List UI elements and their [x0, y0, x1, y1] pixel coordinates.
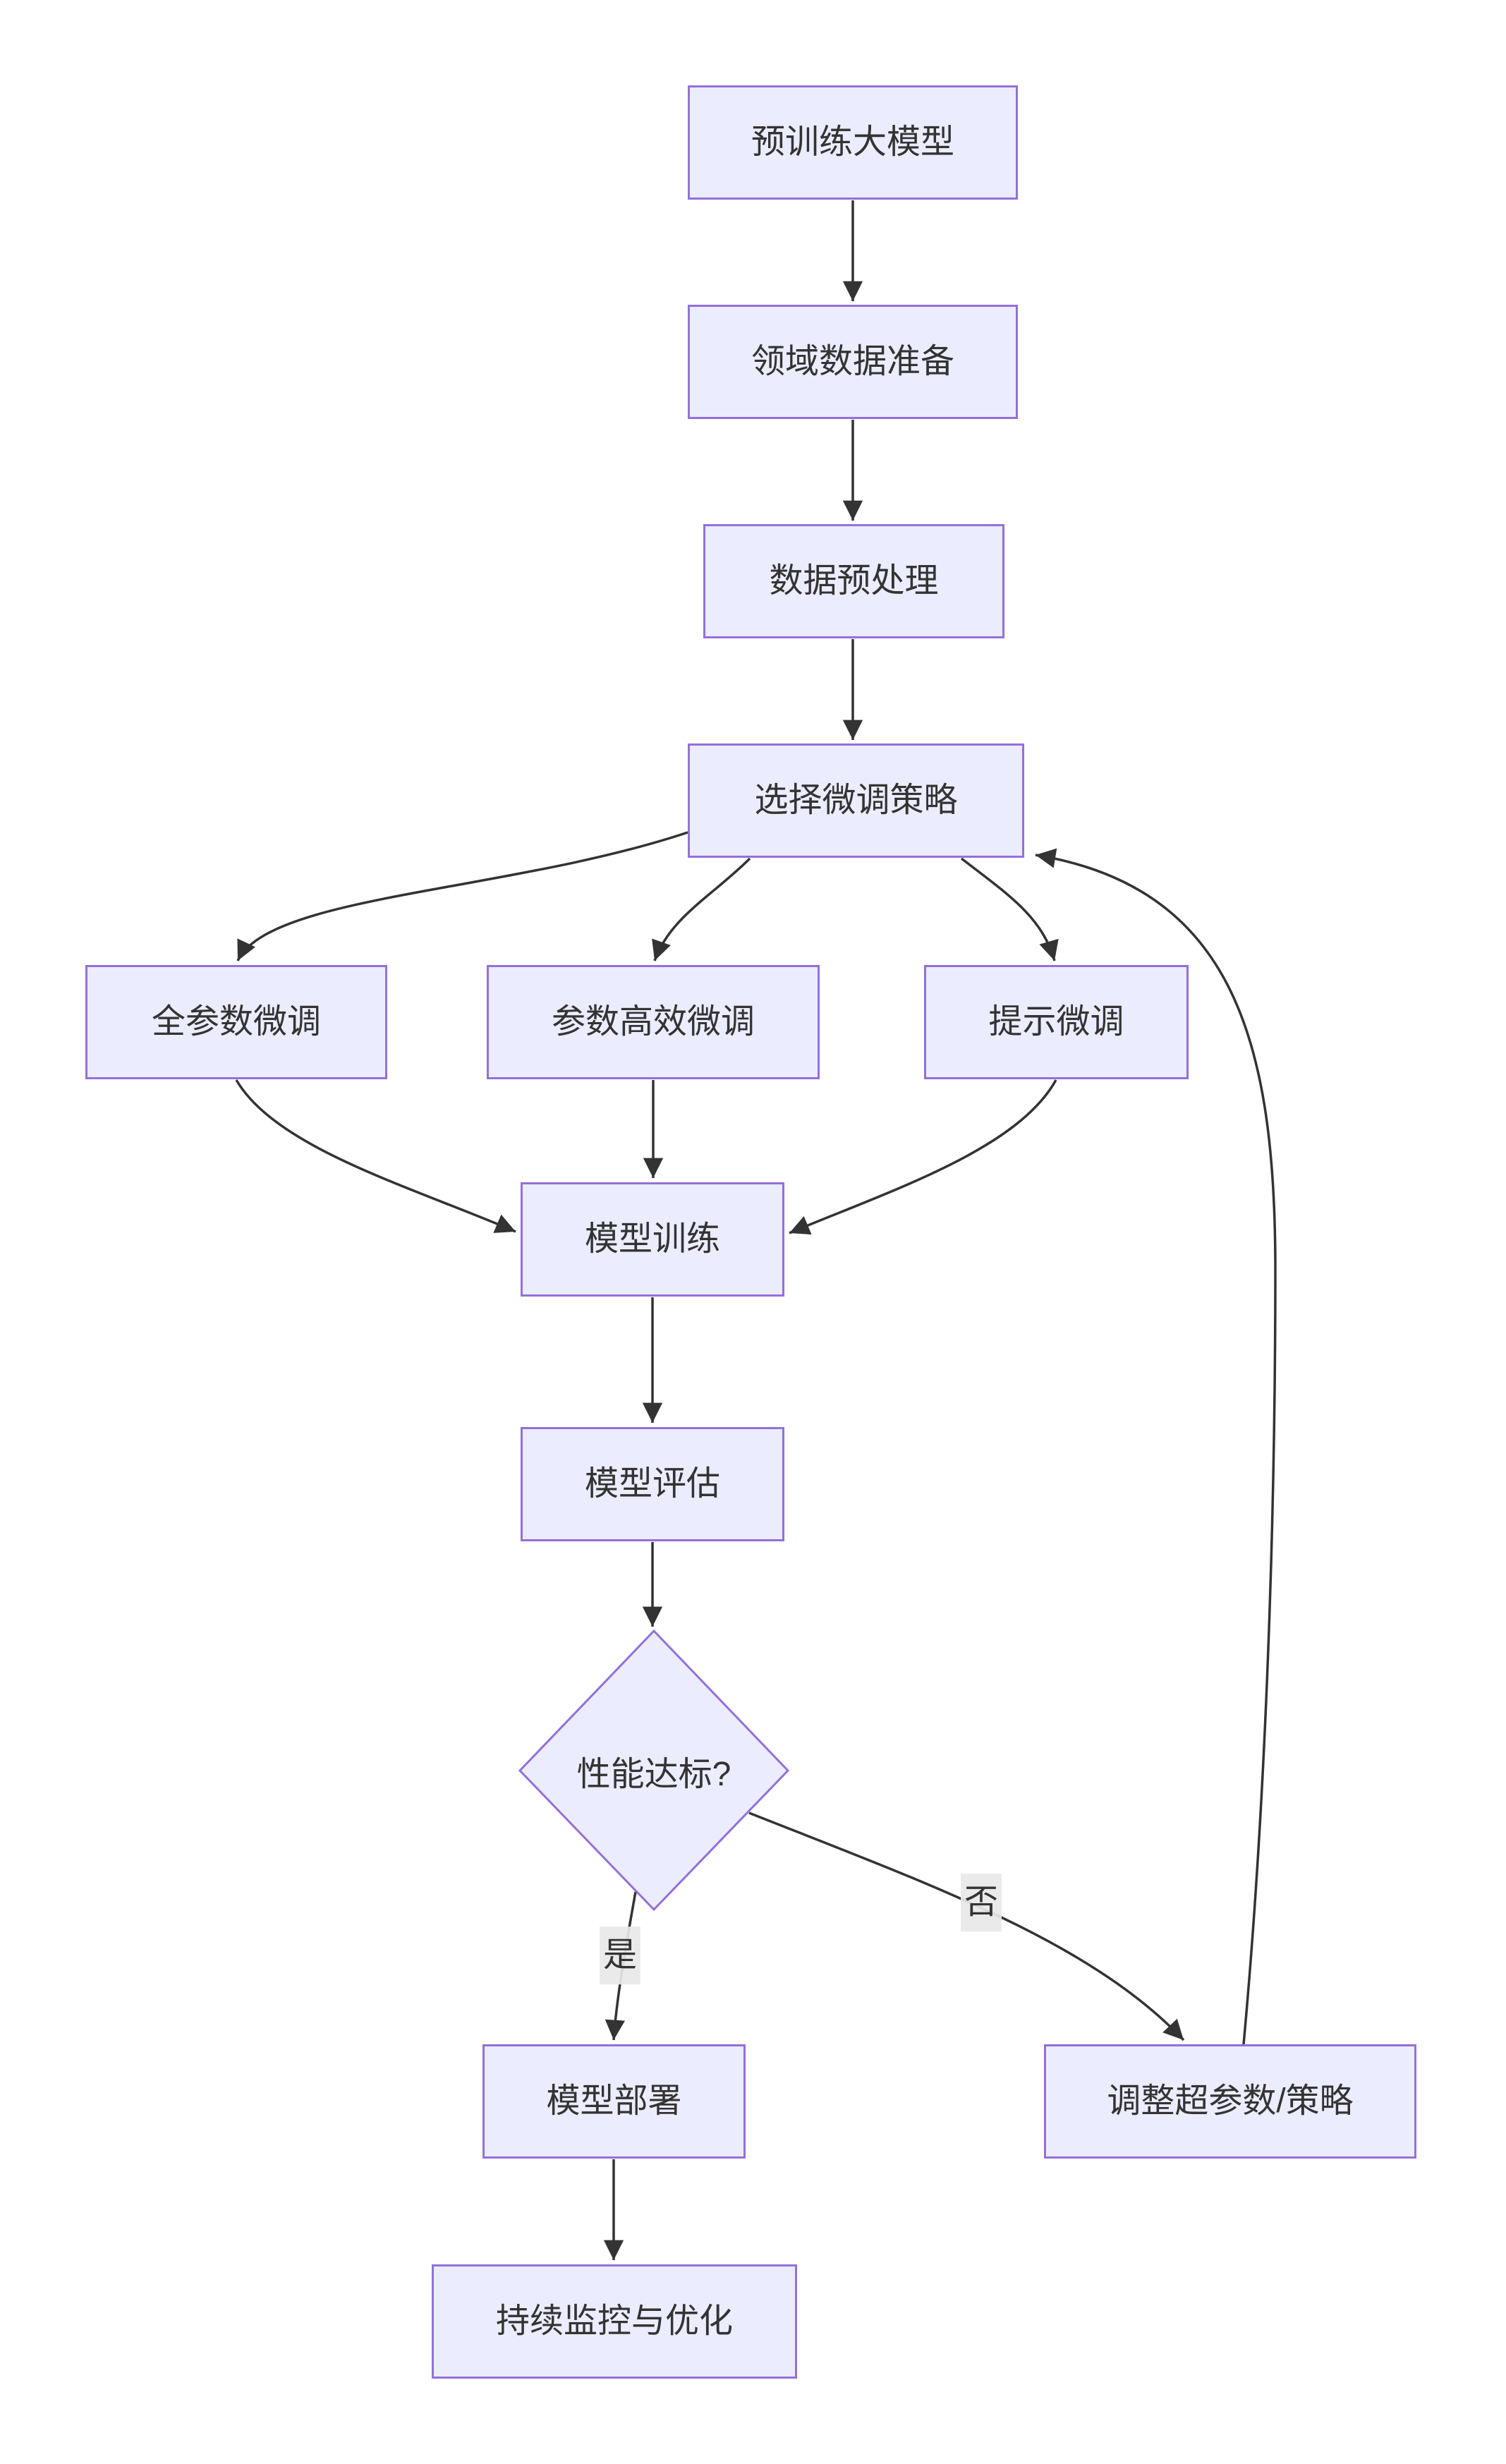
node-performance-check-diamond [518, 1629, 790, 1912]
edge-strategy-full [236, 831, 688, 961]
node-model-evaluation: 模型评估 [521, 1427, 784, 1541]
edge-adjust-strategy-loop [1035, 848, 1277, 2045]
edge-strategy-prompt [960, 857, 1059, 961]
node-label: 预训练大模型 [751, 123, 954, 162]
edge-label-no: 否 [960, 1874, 1002, 1931]
node-adjust-hyperparams: 调整超参数/策略 [1044, 2044, 1416, 2159]
node-performance-check-label: 性能达标? [576, 1756, 731, 1793]
node-domain-data-prep: 领域数据准备 [688, 305, 1018, 419]
node-data-preprocess: 数据预处理 [703, 524, 1004, 638]
node-label: 调整超参数/策略 [1107, 2082, 1354, 2120]
node-select-strategy: 选择微调策略 [688, 744, 1024, 858]
node-label: 参数高效微调 [551, 1003, 755, 1041]
node-label: 选择微调策略 [754, 782, 958, 820]
edge-label-yes: 是 [599, 1926, 641, 1984]
node-model-deploy: 模型部署 [482, 2044, 746, 2159]
node-full-finetune: 全参数微调 [85, 965, 387, 1079]
node-label: 提示微调 [988, 1003, 1124, 1041]
node-label: 模型部署 [546, 2082, 682, 2120]
node-pretrained-model: 预训练大模型 [688, 85, 1018, 200]
node-label: 数据预处理 [769, 562, 939, 600]
node-prompt-finetune: 提示微调 [924, 965, 1189, 1079]
node-label: 持续监控与优化 [495, 2302, 733, 2341]
node-continuous-monitor: 持续监控与优化 [432, 2264, 797, 2379]
node-label: 领域数据准备 [751, 343, 954, 381]
edge-full-train [235, 1079, 516, 1233]
node-model-training: 模型训练 [521, 1182, 784, 1297]
node-label: 模型训练 [584, 1220, 720, 1258]
node-label: 全参数微调 [151, 1003, 321, 1041]
edge-strategy-peft [652, 857, 751, 961]
edge-prompt-train [789, 1079, 1057, 1235]
node-peft-finetune: 参数高效微调 [487, 965, 820, 1079]
node-label: 模型评估 [584, 1465, 720, 1503]
